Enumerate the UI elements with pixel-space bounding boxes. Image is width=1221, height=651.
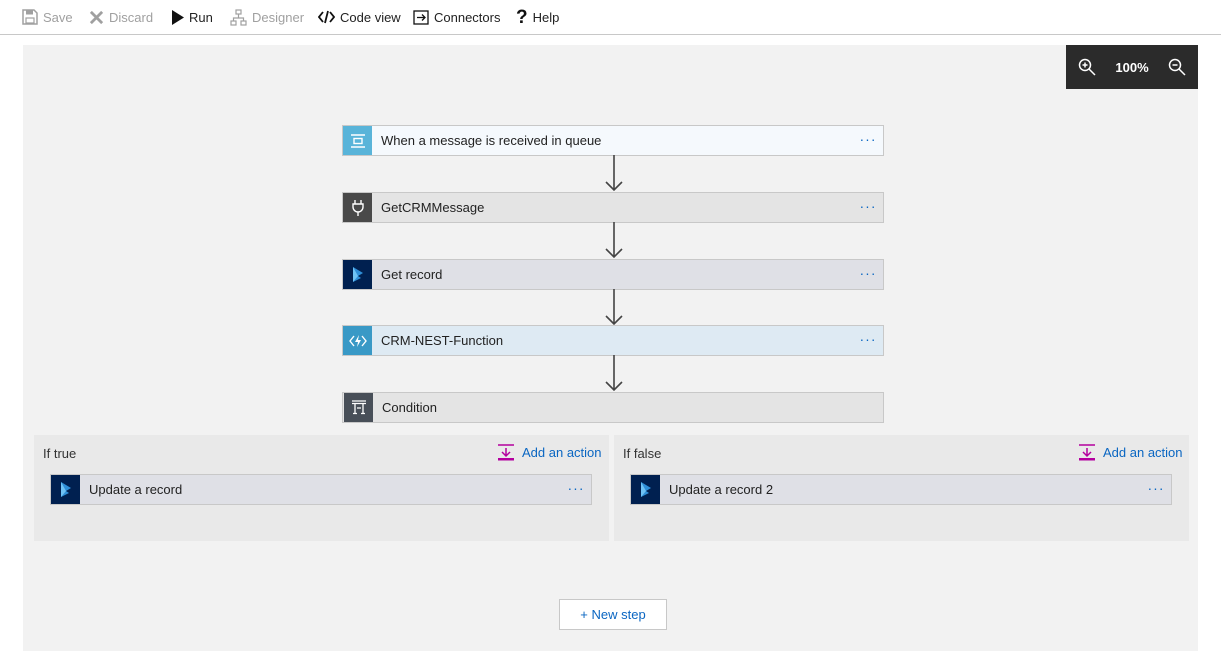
designer-button[interactable]: Designer bbox=[230, 7, 304, 27]
discard-icon bbox=[89, 10, 104, 24]
dynamics-icon bbox=[343, 260, 372, 289]
add-action-label: Add an action bbox=[522, 445, 602, 460]
step-more-menu[interactable]: ··· bbox=[859, 330, 877, 347]
add-action-icon bbox=[498, 444, 514, 461]
dynamics-icon bbox=[51, 475, 80, 504]
branch-title: If true bbox=[43, 446, 77, 461]
zoom-in-icon[interactable] bbox=[1078, 58, 1096, 76]
run-icon bbox=[172, 9, 184, 25]
zoom-level: 100% bbox=[1115, 59, 1149, 75]
step-label: Update a record bbox=[89, 482, 183, 497]
help-button[interactable]: ? Help bbox=[516, 7, 559, 27]
zoom-controls: 100% bbox=[1066, 45, 1198, 89]
step-card-update-record-2[interactable]: Update a record 2 ··· bbox=[630, 474, 1172, 505]
connectors-button[interactable]: Connectors bbox=[413, 7, 500, 27]
run-button[interactable]: Run bbox=[171, 7, 213, 27]
branch-title: If false bbox=[623, 446, 662, 461]
flow-arrow bbox=[605, 222, 623, 259]
add-action-icon bbox=[1079, 444, 1095, 461]
step-label: When a message is received in queue bbox=[381, 133, 602, 148]
save-button[interactable]: Save bbox=[22, 7, 73, 27]
dynamics-icon bbox=[631, 475, 660, 504]
step-card-crm-nest-function[interactable]: CRM-NEST-Function ··· bbox=[342, 325, 884, 356]
step-more-menu[interactable]: ··· bbox=[859, 130, 877, 147]
step-card-condition[interactable]: Condition bbox=[342, 392, 884, 423]
step-label: Get record bbox=[381, 267, 443, 282]
save-label: Save bbox=[43, 9, 73, 25]
add-action-button[interactable]: Add an action bbox=[497, 444, 602, 461]
flow-arrow bbox=[605, 355, 623, 392]
step-label: GetCRMMessage bbox=[381, 200, 485, 215]
new-step-button[interactable]: + New step bbox=[559, 599, 667, 630]
step-label: Condition bbox=[382, 400, 437, 415]
designer-icon bbox=[230, 8, 247, 26]
zoom-out-icon[interactable] bbox=[1168, 58, 1186, 76]
add-action-button[interactable]: Add an action bbox=[1078, 444, 1183, 461]
step-label: CRM-NEST-Function bbox=[381, 333, 504, 348]
connectors-label: Connectors bbox=[434, 9, 501, 25]
step-more-menu[interactable]: ··· bbox=[567, 479, 585, 496]
help-label: Help bbox=[532, 9, 560, 25]
run-label: Run bbox=[189, 9, 213, 25]
step-card-get-record[interactable]: Get record ··· bbox=[342, 259, 884, 290]
http-plug-icon bbox=[343, 193, 372, 222]
step-label: Update a record 2 bbox=[669, 482, 774, 497]
step-more-menu[interactable]: ··· bbox=[859, 264, 877, 281]
designer-label: Designer bbox=[252, 9, 305, 25]
step-card-queue-trigger[interactable]: When a message is received in queue ··· bbox=[342, 125, 884, 156]
code-view-label: Code view bbox=[340, 9, 401, 25]
condition-icon bbox=[344, 393, 373, 422]
add-action-label: Add an action bbox=[1103, 445, 1183, 460]
save-icon bbox=[22, 9, 38, 25]
designer-toolbar: Save Discard Run Designer Code view Conn… bbox=[0, 0, 1221, 35]
step-more-menu[interactable]: ··· bbox=[859, 197, 877, 214]
flow-arrow bbox=[605, 289, 623, 326]
flow-arrow bbox=[605, 155, 623, 192]
step-card-getcrmmessage[interactable]: GetCRMMessage ··· bbox=[342, 192, 884, 223]
discard-button[interactable]: Discard bbox=[89, 7, 153, 27]
help-icon: ? bbox=[516, 6, 528, 28]
connectors-icon bbox=[413, 9, 429, 25]
azure-function-icon bbox=[343, 326, 372, 355]
step-more-menu[interactable]: ··· bbox=[1147, 479, 1165, 496]
code-icon bbox=[318, 10, 335, 24]
branch-if-true: If true Add an action Update a record ··… bbox=[34, 435, 609, 541]
branch-if-false: If false Add an action Update a record 2… bbox=[614, 435, 1189, 541]
step-card-update-record[interactable]: Update a record ··· bbox=[50, 474, 592, 505]
discard-label: Discard bbox=[109, 9, 154, 25]
code-view-button[interactable]: Code view bbox=[318, 7, 401, 27]
service-bus-queue-icon bbox=[343, 126, 372, 155]
